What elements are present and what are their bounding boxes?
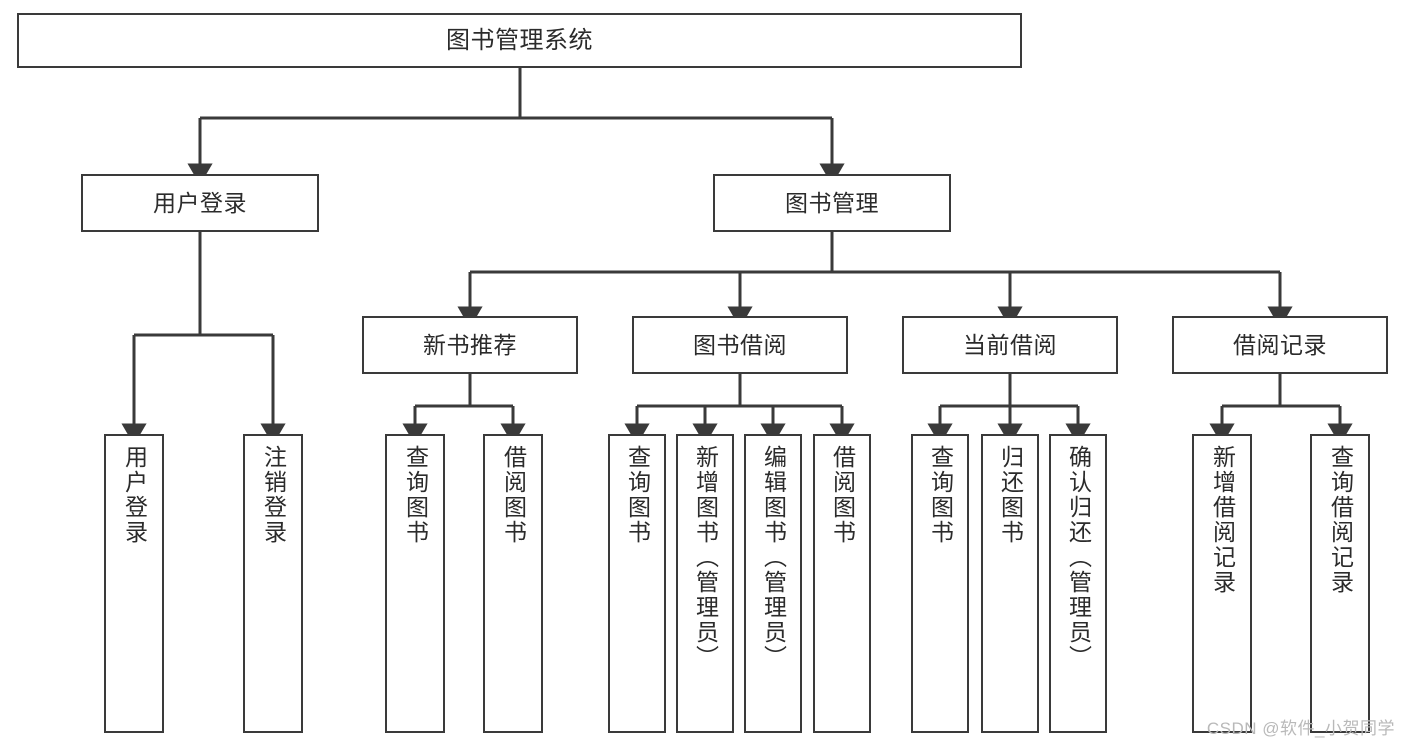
node-label: 查询借阅记录 <box>1327 445 1354 595</box>
node-label: 新增借阅记录 <box>1209 445 1236 595</box>
node-label: 当前借阅 <box>963 331 1057 358</box>
node-label: 查询图书 <box>402 445 429 545</box>
node-book-management[interactable]: 图书管理 <box>713 174 951 232</box>
node-user-login[interactable]: 用户登录 <box>81 174 319 232</box>
node-label: 查询图书 <box>624 445 651 545</box>
node-label: 编辑图书（管理员） <box>760 445 787 670</box>
node-label: 图书借阅 <box>693 331 787 358</box>
node-new-book-recommend[interactable]: 新书推荐 <box>362 316 578 374</box>
node-label: 借阅记录 <box>1233 331 1327 358</box>
node-leaf-user-login[interactable]: 用户登录 <box>104 434 164 733</box>
node-label: 图书管理 <box>785 189 879 216</box>
node-leaf-add-borrow-record[interactable]: 新增借阅记录 <box>1192 434 1252 733</box>
node-leaf-query-borrow-record[interactable]: 查询借阅记录 <box>1310 434 1370 733</box>
node-label: 用户登录 <box>121 445 148 545</box>
node-leaf-query-book-bb[interactable]: 查询图书 <box>608 434 666 733</box>
node-label: 图书管理系统 <box>446 26 593 54</box>
watermark-text: CSDN @软件_小贺同学 <box>1206 719 1395 738</box>
node-borrow-record[interactable]: 借阅记录 <box>1172 316 1388 374</box>
node-label: 归还图书 <box>997 445 1024 545</box>
node-label: 查询图书 <box>927 445 954 545</box>
node-current-borrow[interactable]: 当前借阅 <box>902 316 1118 374</box>
node-label: 借阅图书 <box>500 445 527 545</box>
node-root-system[interactable]: 图书管理系统 <box>17 13 1022 68</box>
node-leaf-confirm-return-admin[interactable]: 确认归还（管理员） <box>1049 434 1107 733</box>
node-book-borrow[interactable]: 图书借阅 <box>632 316 848 374</box>
node-label: 借阅图书 <box>829 445 856 545</box>
node-leaf-query-book-cb[interactable]: 查询图书 <box>911 434 969 733</box>
node-label: 用户登录 <box>153 189 247 216</box>
node-label: 新书推荐 <box>423 331 517 358</box>
node-label: 确认归还（管理员） <box>1065 445 1092 670</box>
node-leaf-return-book[interactable]: 归还图书 <box>981 434 1039 733</box>
node-label: 注销登录 <box>260 445 287 545</box>
node-leaf-query-book-nb[interactable]: 查询图书 <box>385 434 445 733</box>
node-label: 新增图书（管理员） <box>692 445 719 670</box>
node-leaf-add-book-admin[interactable]: 新增图书（管理员） <box>676 434 734 733</box>
node-leaf-borrow-book-bb[interactable]: 借阅图书 <box>813 434 871 733</box>
node-leaf-logout[interactable]: 注销登录 <box>243 434 303 733</box>
node-leaf-edit-book-admin[interactable]: 编辑图书（管理员） <box>744 434 802 733</box>
node-leaf-borrow-book-nb[interactable]: 借阅图书 <box>483 434 543 733</box>
